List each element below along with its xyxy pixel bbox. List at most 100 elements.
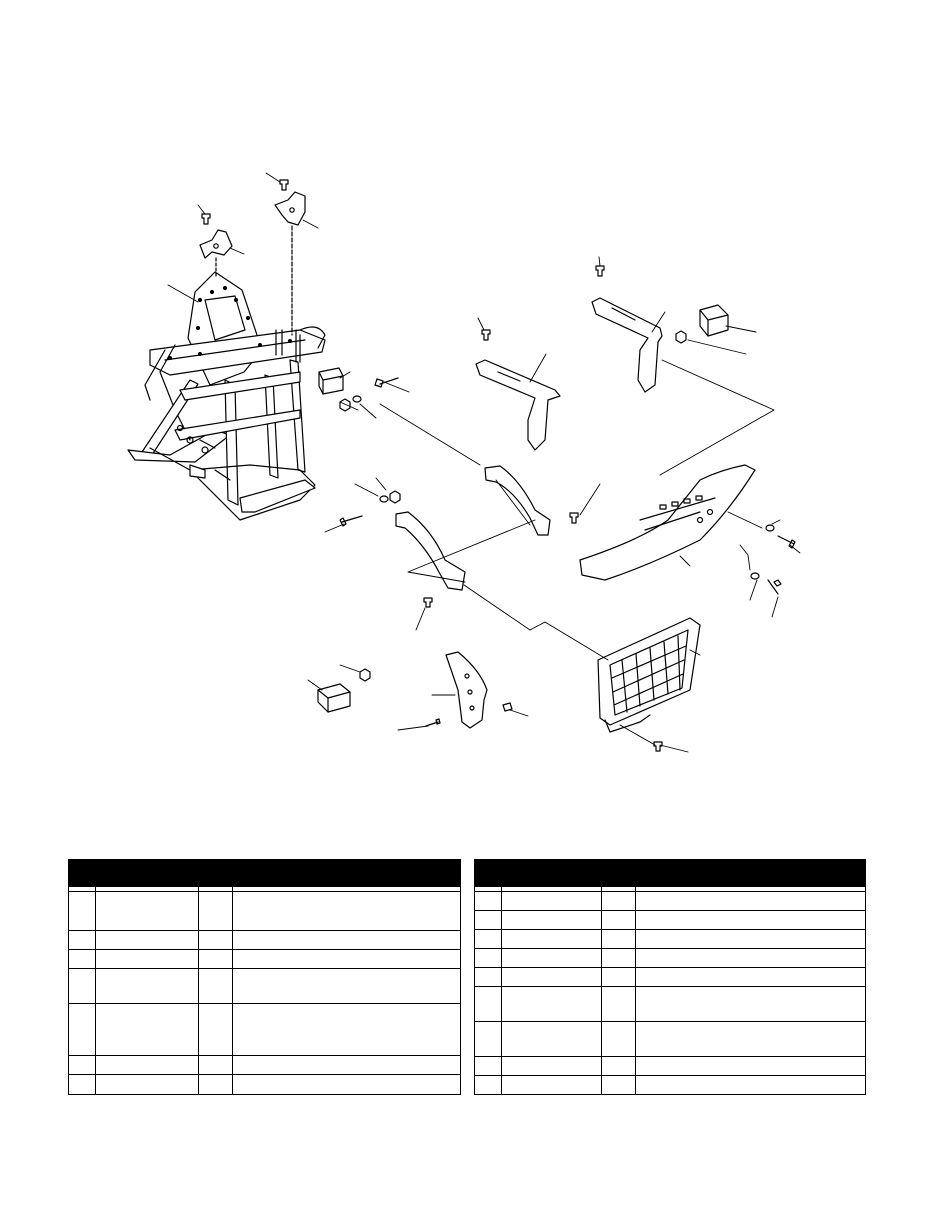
table-row xyxy=(68,1003,461,1056)
qty-cell xyxy=(198,1055,233,1075)
exploded-parts-diagram xyxy=(0,0,935,800)
ref-cell xyxy=(68,1003,96,1056)
description-cell xyxy=(232,1055,461,1075)
front-bumper-panel xyxy=(580,465,755,580)
table-row xyxy=(68,1055,461,1075)
part-number-cell xyxy=(501,967,602,987)
rubber-block xyxy=(319,368,343,394)
table-row xyxy=(474,967,866,987)
part-number-cell xyxy=(95,968,199,1004)
qty-cell xyxy=(198,949,233,969)
description-cell xyxy=(232,1003,461,1056)
table-row xyxy=(68,949,461,969)
upper-bracket-left xyxy=(200,230,232,258)
qty-cell xyxy=(601,910,636,930)
description-cell xyxy=(635,967,866,987)
brace-tube-lower xyxy=(396,512,465,590)
nut-icon xyxy=(340,399,350,411)
table-row xyxy=(474,910,866,930)
bolt-icon xyxy=(654,742,662,751)
mount-bracket-right xyxy=(592,298,662,392)
table-row xyxy=(474,929,866,949)
description-cell xyxy=(635,891,866,911)
washer-icon xyxy=(353,396,361,402)
headlight-icon xyxy=(318,684,350,712)
ref-cell xyxy=(474,948,502,968)
part-number-cell xyxy=(95,1055,199,1075)
qty-cell xyxy=(198,1074,233,1095)
table-row xyxy=(474,986,866,1022)
description-cell xyxy=(635,1075,866,1095)
part-number-cell xyxy=(501,1021,602,1057)
qty-cell xyxy=(601,986,636,1022)
ref-cell xyxy=(474,1075,502,1095)
parts-table-right xyxy=(474,859,866,1095)
nut-icon xyxy=(390,491,400,503)
washer-icon xyxy=(766,525,774,531)
part-number-cell xyxy=(95,891,199,931)
bolt-icon xyxy=(570,513,578,523)
nut-icon xyxy=(360,669,370,681)
part-number-cell xyxy=(501,910,602,930)
qty-cell xyxy=(198,1003,233,1056)
headlight-icon xyxy=(700,305,728,336)
bolt-icon xyxy=(778,536,795,548)
bolt-icon xyxy=(482,330,490,340)
nut-icon xyxy=(676,331,686,343)
washer-icon xyxy=(751,573,759,579)
ref-cell xyxy=(474,891,502,911)
bolt-icon xyxy=(280,180,288,190)
qty-cell xyxy=(601,1056,636,1076)
ref-cell xyxy=(474,967,502,987)
ref-cell xyxy=(474,1056,502,1076)
ref-cell xyxy=(68,891,96,931)
screw-icon xyxy=(426,719,440,726)
description-cell xyxy=(635,1056,866,1076)
table-header-cell xyxy=(474,859,866,887)
bolt-icon xyxy=(202,214,210,224)
ref-cell xyxy=(68,968,96,1004)
table-row xyxy=(68,968,461,1004)
front-grille xyxy=(598,618,700,732)
part-number-cell xyxy=(501,1075,602,1095)
table-row xyxy=(474,1021,866,1057)
table-row xyxy=(474,1075,866,1095)
description-cell xyxy=(635,1021,866,1057)
bolt-icon xyxy=(375,378,398,387)
table-row xyxy=(474,891,866,911)
table-spacer xyxy=(68,886,461,892)
part-number-cell xyxy=(501,986,602,1022)
ref-cell xyxy=(474,929,502,949)
bolt-icon xyxy=(340,516,362,526)
lower-mount-bracket xyxy=(446,652,487,728)
part-number-cell xyxy=(501,929,602,949)
clip-icon xyxy=(503,703,512,711)
washer-icon xyxy=(380,496,388,502)
description-cell xyxy=(232,891,461,931)
table-row xyxy=(68,1074,461,1095)
part-number-cell xyxy=(95,1003,199,1056)
brace-tube-upper xyxy=(485,466,550,535)
description-cell xyxy=(635,948,866,968)
table-row xyxy=(68,930,461,950)
table-row xyxy=(68,891,461,931)
description-cell xyxy=(232,968,461,1004)
qty-cell xyxy=(601,891,636,911)
frame-assembly xyxy=(128,272,325,520)
ref-cell xyxy=(474,1021,502,1057)
upper-bracket-center xyxy=(275,192,305,225)
qty-cell xyxy=(198,891,233,931)
table-spacer xyxy=(474,886,866,892)
part-number-cell xyxy=(95,930,199,950)
description-cell xyxy=(232,949,461,969)
ref-cell xyxy=(68,1055,96,1075)
qty-cell xyxy=(601,948,636,968)
description-cell xyxy=(232,1074,461,1095)
mount-bracket-center xyxy=(476,360,560,450)
table-header-cell xyxy=(68,859,461,887)
bolt-icon xyxy=(596,266,604,276)
table-header xyxy=(68,859,461,887)
bolt-icon xyxy=(768,580,781,594)
description-cell xyxy=(635,929,866,949)
description-cell xyxy=(635,986,866,1022)
